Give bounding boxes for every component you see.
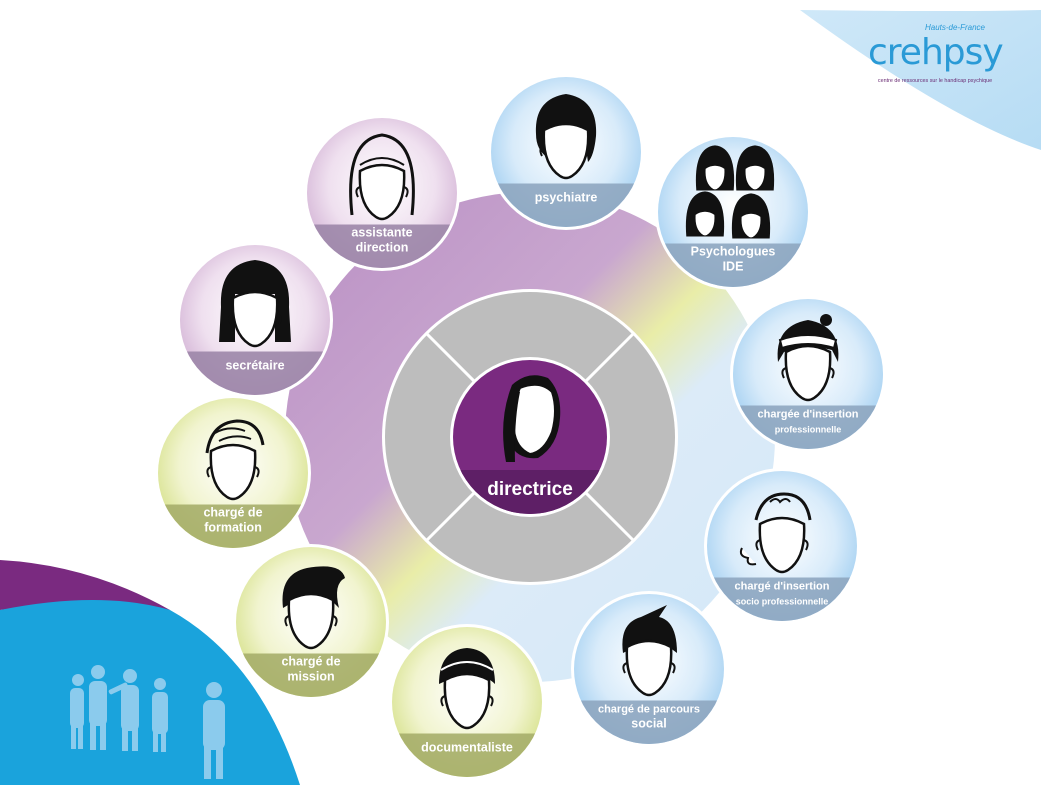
role-label-psychiatre: psychiatre xyxy=(535,191,598,205)
role-label-chargee-insertion-pro: chargée d'insertion professionnelle xyxy=(757,409,858,435)
role-charge-insertion-socio[interactable]: chargé d'insertion socio professionnelle xyxy=(704,468,860,653)
psychologues-ide-portrait-icon xyxy=(685,145,775,239)
role-secretaire[interactable]: secrétaire xyxy=(177,242,333,427)
logo-tagline: centre de ressources sur le handicap psy… xyxy=(878,78,992,84)
documentaliste-portrait-icon xyxy=(439,648,495,730)
assistante-direction-portrait-icon xyxy=(349,133,415,221)
psychiatre-portrait-icon xyxy=(535,94,597,180)
role-label-secretaire: secrétaire xyxy=(225,359,284,373)
role-label-line: direction xyxy=(356,241,409,255)
charge-parcours-social-portrait-icon xyxy=(622,605,677,697)
charge-mission-portrait-icon xyxy=(282,566,345,650)
role-label-line: mission xyxy=(287,670,334,684)
role-label-line: assistante xyxy=(351,226,412,240)
charge-formation-portrait-icon xyxy=(205,419,265,501)
role-label-line: chargé de xyxy=(281,655,340,669)
role-label-line: socio professionnelle xyxy=(736,597,829,607)
role-label-line: chargé de parcours xyxy=(598,704,700,716)
role-documentaliste[interactable]: documentaliste xyxy=(389,624,545,785)
logo-region: Hauts-de-France xyxy=(925,23,986,32)
role-label-line: Psychologues xyxy=(691,245,776,259)
secretaire-portrait-icon xyxy=(219,260,291,348)
people-silhouettes xyxy=(70,665,225,779)
role-label-line: social xyxy=(631,717,666,731)
directrice-label: directrice xyxy=(487,479,573,500)
role-label-charge-insertion-socio: chargé d'insertion socio professionnelle xyxy=(735,581,830,607)
role-label-documentaliste: documentaliste xyxy=(421,741,513,755)
chargee-insertion-pro-portrait-icon xyxy=(777,314,839,402)
role-label-line: professionnelle xyxy=(775,425,842,435)
role-label-line: chargé d'insertion xyxy=(735,581,830,593)
crehpsy-logo: Hauts-de-France crehpsy centre de ressou… xyxy=(868,23,1004,84)
role-label-line: formation xyxy=(204,521,262,535)
role-label-line: chargée d'insertion xyxy=(757,409,858,421)
role-label-line: psychiatre xyxy=(535,191,598,205)
role-label-line: documentaliste xyxy=(421,741,513,755)
role-label-line: chargé de xyxy=(203,506,262,520)
role-label-line: secrétaire xyxy=(225,359,284,373)
corner-decoration-top-right xyxy=(800,10,1041,150)
logo-wordmark: crehpsy xyxy=(868,32,1003,73)
charge-insertion-socio-portrait-icon xyxy=(739,492,812,574)
directrice-portrait-icon xyxy=(503,375,561,462)
role-label-line: IDE xyxy=(723,260,744,274)
role-psychiatre[interactable]: psychiatre xyxy=(488,74,644,259)
